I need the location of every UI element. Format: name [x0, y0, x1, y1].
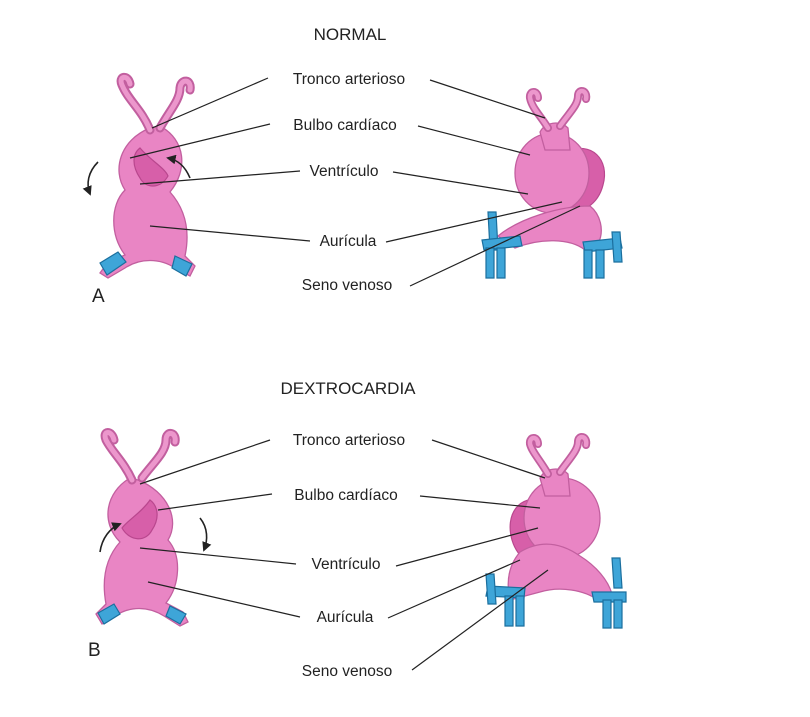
panel-b-straight-heart-tube: [95, 428, 212, 627]
panel-a-label-auricula: Aurícula: [320, 233, 377, 250]
panel-a-straight-heart-tube: [82, 72, 196, 279]
panel-b-letter: B: [88, 640, 101, 661]
panel-a-looped-heart: [481, 87, 623, 279]
panel-b-looped-heart: [485, 433, 627, 629]
panel-a-left-rotation-arrow: [82, 161, 99, 196]
panel-b-title: DEXTROCARDIA: [280, 379, 416, 398]
panel-a-label-seno-venoso: Seno venoso: [302, 277, 393, 294]
panel-b-label-ventriculo: Ventrículo: [312, 556, 381, 573]
panel-b-leader-lines: [139, 439, 549, 671]
panel-b-label-auricula: Aurícula: [317, 609, 374, 626]
panel-b-dextrocardia: DEXTROCARDIA: [88, 379, 627, 680]
panel-b-label-tronco-arterioso: Tronco arterioso: [293, 432, 405, 449]
panel-a-normal: NORMAL: [82, 25, 623, 307]
panel-b-label-bulbo-cardiaco: Bulbo cardíaco: [294, 487, 397, 504]
panel-a-label-ventriculo: Ventrículo: [310, 163, 379, 180]
panel-b-label-seno-venoso: Seno venoso: [302, 663, 393, 680]
panel-a-right-rotation-arrow: [166, 154, 191, 179]
panel-a-letter: A: [92, 286, 105, 307]
panel-a-leader-lines: [129, 77, 581, 287]
panel-b-right-rotation-arrow: [199, 517, 212, 552]
panel-b-left-rotation-arrow: [99, 522, 122, 553]
panel-a-title: NORMAL: [314, 25, 387, 44]
panel-a-label-bulbo-cardiaco: Bulbo cardíaco: [293, 117, 396, 134]
panel-a-label-tronco-arterioso: Tronco arterioso: [293, 71, 405, 88]
